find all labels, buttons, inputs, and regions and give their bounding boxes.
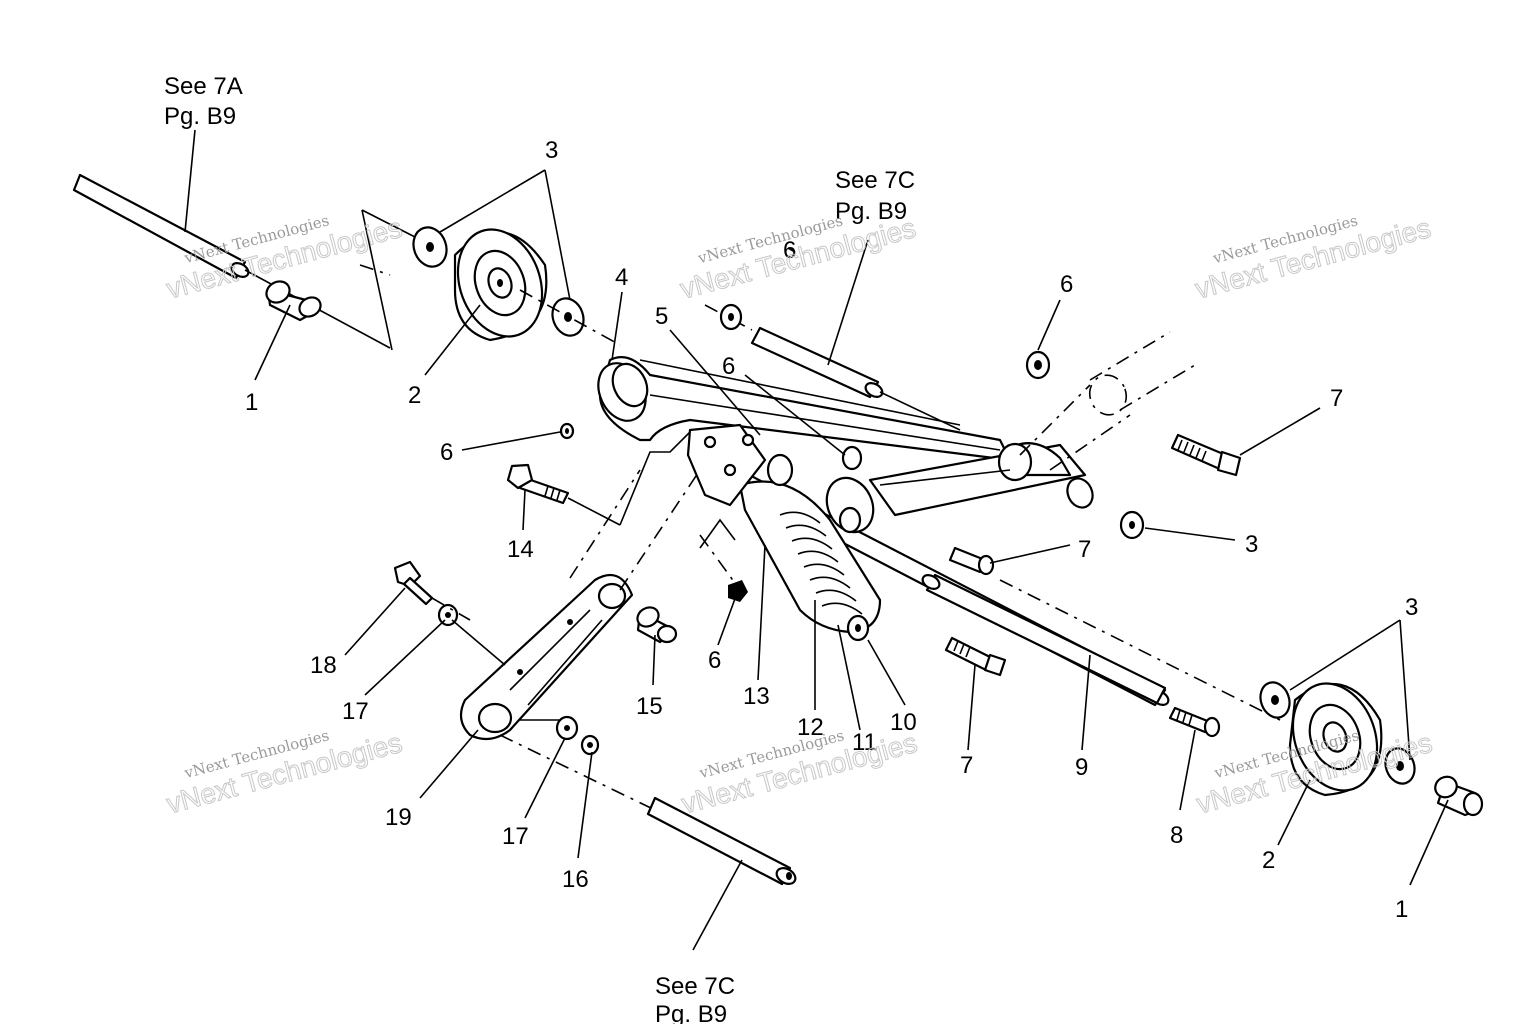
bolt-7-lower	[944, 636, 1007, 677]
rear-cross-tube	[868, 442, 1094, 517]
ref-7c-top-line1: See 7C	[835, 167, 915, 194]
washer-3-top-left	[412, 226, 448, 268]
leader-lines	[184, 129, 1449, 951]
washer-6-top	[719, 303, 743, 331]
shock-spring	[779, 511, 863, 615]
bolt-7-center	[948, 546, 995, 576]
callout-14: 14	[507, 536, 534, 563]
callout-3-lower-right: 3	[1405, 594, 1418, 621]
callout-1-right: 1	[1395, 896, 1408, 923]
watermark-top-right: vNext Technologies vNext Technologies	[1191, 211, 1434, 305]
callout-10: 10	[890, 709, 917, 736]
idler-wheel-2-right	[1288, 682, 1383, 797]
rod-9	[921, 573, 1167, 705]
nut-6-left	[559, 422, 575, 440]
upper-rod	[704, 304, 961, 431]
ref-7c-bottom-line1: See 7C	[655, 973, 735, 1000]
ref-7a-line1: See 7A	[164, 73, 243, 100]
callout-8: 8	[1170, 822, 1183, 849]
bolt-8	[1168, 706, 1221, 738]
bolt-7-top-right	[1170, 433, 1242, 477]
ref-7c-bottom-line2: Pg. B9	[655, 1001, 727, 1024]
callout-17-lower: 17	[502, 823, 529, 850]
callout-9: 9	[1075, 754, 1088, 781]
reference-7c-top: See 7C Pg. B9	[835, 167, 915, 225]
watermark-bottom-left: vNext Technologies vNext Technologies	[163, 726, 406, 820]
callout-7-lower: 7	[960, 752, 973, 779]
bolt-14	[506, 463, 570, 505]
callout-5: 5	[655, 303, 668, 330]
washer-17-lower	[555, 715, 579, 741]
callout-16: 16	[562, 866, 589, 893]
washer-3-mid-left	[551, 297, 585, 337]
nut-6-lower	[728, 580, 748, 602]
callout-12: 12	[797, 714, 824, 741]
callout-7-top-right: 7	[1330, 385, 1343, 412]
nut-6-center	[841, 445, 863, 471]
callout-6-left: 6	[440, 439, 453, 466]
reference-7c-bottom: See 7C Pg. B9	[655, 973, 735, 1024]
spacer-1-left	[265, 280, 322, 322]
link-arm-19	[459, 573, 634, 741]
callout-17-upper: 17	[342, 698, 369, 725]
front-arm-4	[597, 356, 1012, 462]
washer-3-lower-right-a	[1259, 681, 1291, 719]
callout-11: 11	[852, 729, 877, 756]
callout-7-center: 7	[1078, 536, 1091, 563]
ref-7a-line2: Pg. B9	[164, 103, 236, 130]
callout-4: 4	[615, 264, 628, 291]
nut-16	[580, 734, 600, 756]
shock-absorber	[686, 423, 882, 642]
callout-13: 13	[743, 683, 770, 710]
callout-6-top: 6	[783, 237, 796, 264]
spacer-1-right	[1434, 775, 1484, 817]
callout-19: 19	[385, 804, 412, 831]
callout-3-right: 3	[1245, 531, 1258, 558]
callout-2-left: 2	[408, 382, 421, 409]
callout-numbers: 1 2 3 4 5 6 6 6 6 7 7 7 3 3 14 18 17 15 …	[245, 137, 1418, 923]
callout-6-lower: 6	[708, 647, 721, 674]
callout-6-mid: 6	[722, 353, 735, 380]
ref-7c-top-line2: Pg. B9	[835, 198, 907, 225]
nut-6-top-right	[1025, 350, 1051, 380]
washer-3-right	[1119, 510, 1145, 540]
spacer-15	[636, 606, 678, 644]
reference-7a: See 7A Pg. B9	[164, 73, 243, 130]
callout-18: 18	[310, 652, 337, 679]
lower-rod	[646, 796, 797, 886]
callout-2-right: 2	[1262, 847, 1275, 874]
callout-3-top: 3	[545, 137, 558, 164]
callout-6-right: 6	[1060, 271, 1073, 298]
idler-wheel-2-left	[453, 228, 548, 342]
callout-1-left: 1	[245, 389, 258, 416]
callout-15: 15	[636, 693, 663, 720]
shaft-collar	[825, 476, 875, 534]
washer-3-lower-right-b	[1384, 747, 1416, 785]
bolt-18	[393, 560, 434, 606]
